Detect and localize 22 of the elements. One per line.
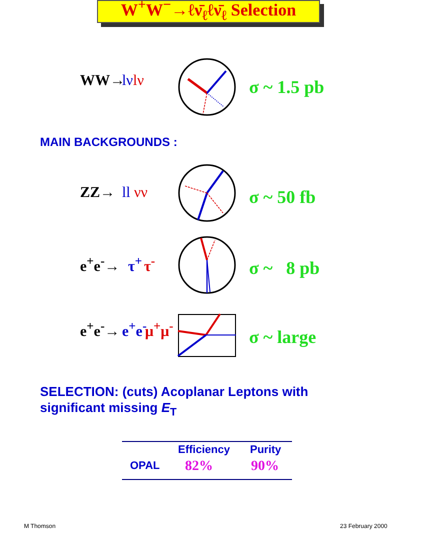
label: lν	[133, 72, 144, 91]
label: ZZ→	[80, 184, 116, 203]
label: Efficiency	[178, 444, 230, 458]
label: σ ~ 50 fb	[249, 186, 316, 208]
label: lν	[122, 72, 133, 91]
label: Purity	[250, 444, 282, 458]
title: W$^{+}$W$^{−}$→ℓν̄$_{ℓ}$ℓν̄$_{ℓ}$ Selection	[120, 0, 296, 26]
label: σ ~ 1.5 pb	[249, 76, 324, 98]
label: τ$^{+}$	[128, 254, 142, 277]
label: MAIN BACKGROUNDS :	[40, 135, 178, 150]
label: e$^{+}$e$^{-}$→	[80, 319, 120, 342]
label: SELECTION: (cuts) Acoplanar Leptons with significant missing E$_{T}$	[40, 384, 310, 420]
label: νν	[134, 184, 148, 203]
label: τ$^{-}$	[144, 254, 156, 277]
label: ll	[122, 184, 130, 203]
label: σ ~ large	[249, 326, 316, 348]
label: e$^{+}$e$^{-}$→	[80, 254, 120, 277]
label: σ ~ 8 pb	[249, 257, 320, 280]
label: 82%	[185, 458, 213, 476]
label: OPAL	[130, 460, 160, 474]
label: 90%	[251, 458, 279, 476]
label: μ$^{+}$μ$^{-}$	[145, 319, 174, 342]
